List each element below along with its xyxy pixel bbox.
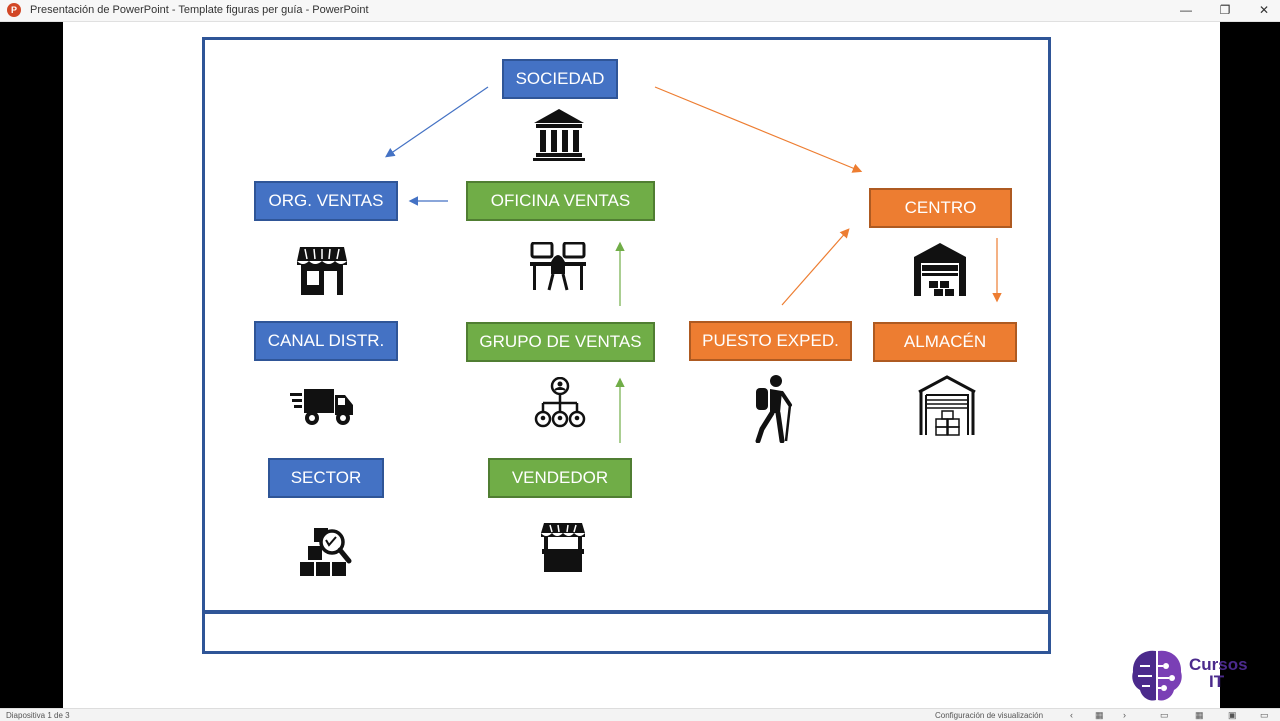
minimize-button[interactable]: — (1180, 3, 1192, 17)
org-chart-icon (534, 377, 586, 428)
box-puesto-exped[interactable]: PUESTO EXPED. (689, 321, 852, 361)
title-bar: P Presentación de PowerPoint - Template … (0, 0, 1280, 22)
cursos-it-logo-text: Cursos IT (1189, 656, 1248, 690)
box-grupo-ventas[interactable]: GRUPO DE VENTAS (466, 322, 655, 362)
box-org-ventas[interactable]: ORG. VENTAS (254, 181, 398, 221)
kiosk-icon (541, 523, 585, 572)
sorter-view-icon[interactable]: ▦ (1195, 710, 1204, 720)
normal-view-icon[interactable]: ▭ (1160, 710, 1169, 720)
cursos-it-logo-icon (1132, 650, 1182, 701)
prev-slide-icon[interactable]: ‹ (1070, 710, 1073, 720)
window-title: Presentación de PowerPoint - Template fi… (30, 4, 369, 16)
display-settings-button[interactable]: Configuración de visualización (935, 711, 1044, 720)
status-bar: Diapositiva 1 de 3 Configuración de visu… (0, 708, 1280, 721)
maximize-button[interactable]: ❐ (1219, 3, 1231, 17)
logo-line-1: Cursos (1189, 655, 1248, 674)
store-icon (297, 247, 347, 295)
reading-view-icon[interactable]: ▣ (1228, 710, 1237, 720)
box-sector[interactable]: SECTOR (268, 458, 384, 498)
delivery-truck-icon (290, 389, 353, 425)
slide-sorter-icon[interactable]: ▦ (1095, 710, 1104, 720)
next-slide-icon[interactable]: › (1123, 710, 1126, 720)
box-almacen[interactable]: ALMACÉN (873, 322, 1017, 362)
storage-shed-icon (918, 375, 976, 436)
boxes-search-icon (300, 528, 352, 576)
powerpoint-app-icon: P (7, 3, 21, 17)
office-desk-icon (530, 242, 586, 291)
close-button[interactable]: ✕ (1258, 3, 1270, 17)
slide-footer-bar (202, 611, 1051, 654)
bank-icon (533, 109, 585, 161)
left-letterbox (0, 22, 63, 708)
box-oficina-ventas[interactable]: OFICINA VENTAS (466, 181, 655, 221)
logo-line-2: IT (1209, 672, 1225, 691)
box-centro[interactable]: CENTRO (869, 188, 1012, 228)
hiker-icon (755, 375, 792, 443)
right-letterbox (1220, 22, 1280, 708)
warehouse-icon (914, 243, 966, 296)
box-sociedad[interactable]: SOCIEDAD (502, 59, 618, 99)
slideshow-view-icon[interactable]: ▭ (1260, 710, 1269, 720)
box-vendedor[interactable]: VENDEDOR (488, 458, 632, 498)
slide-counter: Diapositiva 1 de 3 (6, 711, 70, 720)
box-canal-distr[interactable]: CANAL DISTR. (254, 321, 398, 361)
